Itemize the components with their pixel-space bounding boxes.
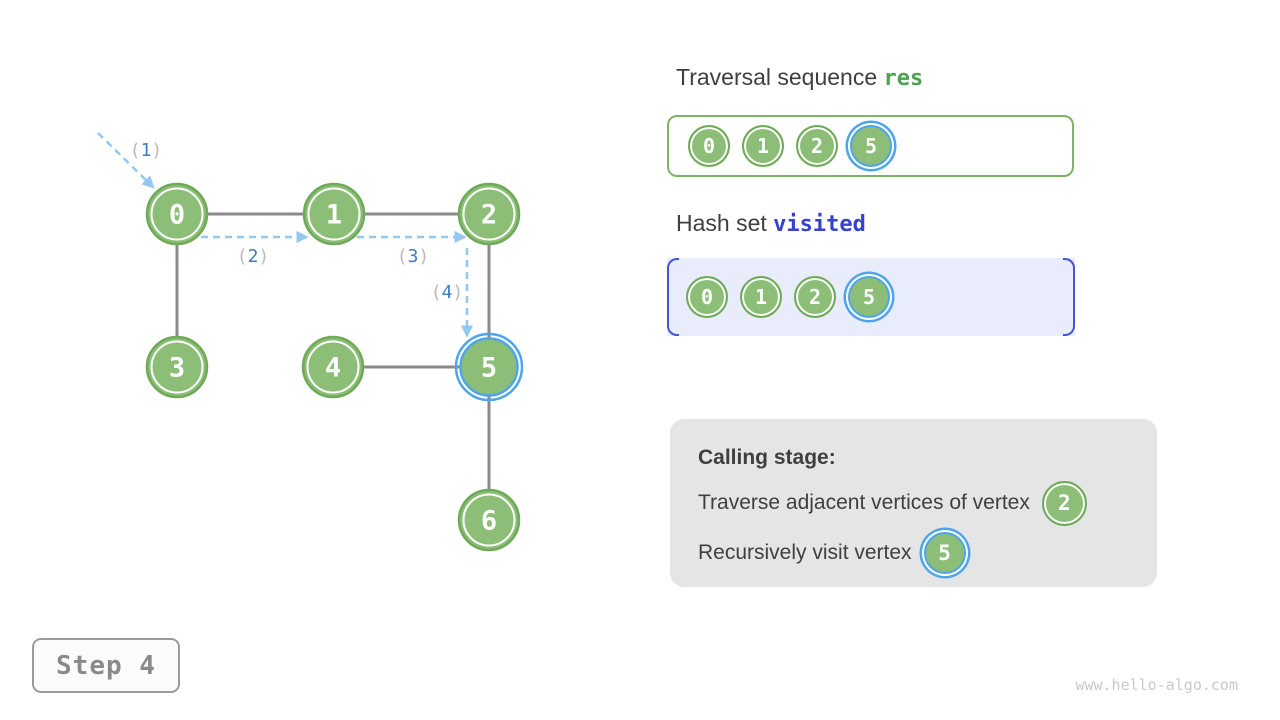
svg-text:0: 0 — [169, 200, 185, 231]
svg-text:5: 5 — [481, 353, 497, 384]
traversal-title-text: Traversal sequence — [676, 64, 878, 90]
graph-node-3: 3 — [145, 335, 209, 399]
calling-stage-title: Calling stage: — [698, 446, 836, 469]
hash-bracket-left-icon — [667, 258, 679, 336]
traversal-arrow-1 — [97, 132, 155, 189]
calling-line-2-vertex-chip: 5 — [923, 532, 966, 574]
calling-line-1: Traverse adjacent vertices of vertex 2 — [698, 480, 1157, 526]
svg-text:2: 2 — [481, 200, 497, 231]
hashset-title: Hash set visited — [676, 210, 866, 237]
svg-text:1: 1 — [326, 200, 342, 231]
calling-line-1-vertex-chip: 2 — [1041, 480, 1087, 526]
hashset-title-text: Hash set — [676, 210, 767, 236]
traversal-order-label-2: (2) — [237, 246, 270, 267]
vertex-chip-2: 2 — [796, 125, 838, 167]
vertex-chip-5: 5 — [850, 125, 892, 167]
vertex-chip-1: 1 — [740, 276, 782, 318]
vertex-chip-2: 2 — [794, 276, 836, 318]
res-code-label: res — [883, 66, 924, 91]
calling-line-1-text: Traverse adjacent vertices of vertex — [698, 491, 1030, 514]
calling-line-2: Recursively visit vertex 5 — [698, 531, 1157, 575]
graph-node-1: 1 — [302, 182, 366, 246]
graph-node-4: 4 — [301, 335, 365, 399]
calling-line-2-text: Recursively visit vertex — [698, 541, 912, 564]
svg-text:6: 6 — [481, 506, 497, 537]
watermark: www.hello-algo.com — [1075, 676, 1238, 694]
visited-code-label: visited — [773, 212, 866, 237]
traversal-order-label-3: (3) — [397, 246, 430, 267]
vertex-chip-0: 0 — [688, 125, 730, 167]
graph-node-0: 0 — [145, 182, 209, 246]
step-indicator: Step 4 — [32, 638, 180, 693]
graph-node-6: 6 — [457, 488, 521, 552]
traversal-title: Traversal sequence res — [676, 64, 923, 91]
hash-bracket-right-icon — [1063, 258, 1075, 336]
svg-text:3: 3 — [169, 353, 185, 384]
graph-diagram: (1) (2) (3)(4) 0 1 2 3 4 5 6 — [97, 132, 524, 552]
svg-text:4: 4 — [325, 353, 341, 384]
vertex-chip-5: 5 — [848, 276, 890, 318]
vertex-chip-1: 1 — [742, 125, 784, 167]
traversal-order-label-1: (1) — [130, 140, 163, 161]
traversal-order-label-4: (4) — [431, 282, 464, 303]
calling-stage-panel: Calling stage: Traverse adjacent vertice… — [670, 419, 1157, 587]
graph-node-2: 2 — [457, 182, 521, 246]
vertex-chip-0: 0 — [686, 276, 728, 318]
graph-node-5: 5 — [454, 332, 524, 402]
